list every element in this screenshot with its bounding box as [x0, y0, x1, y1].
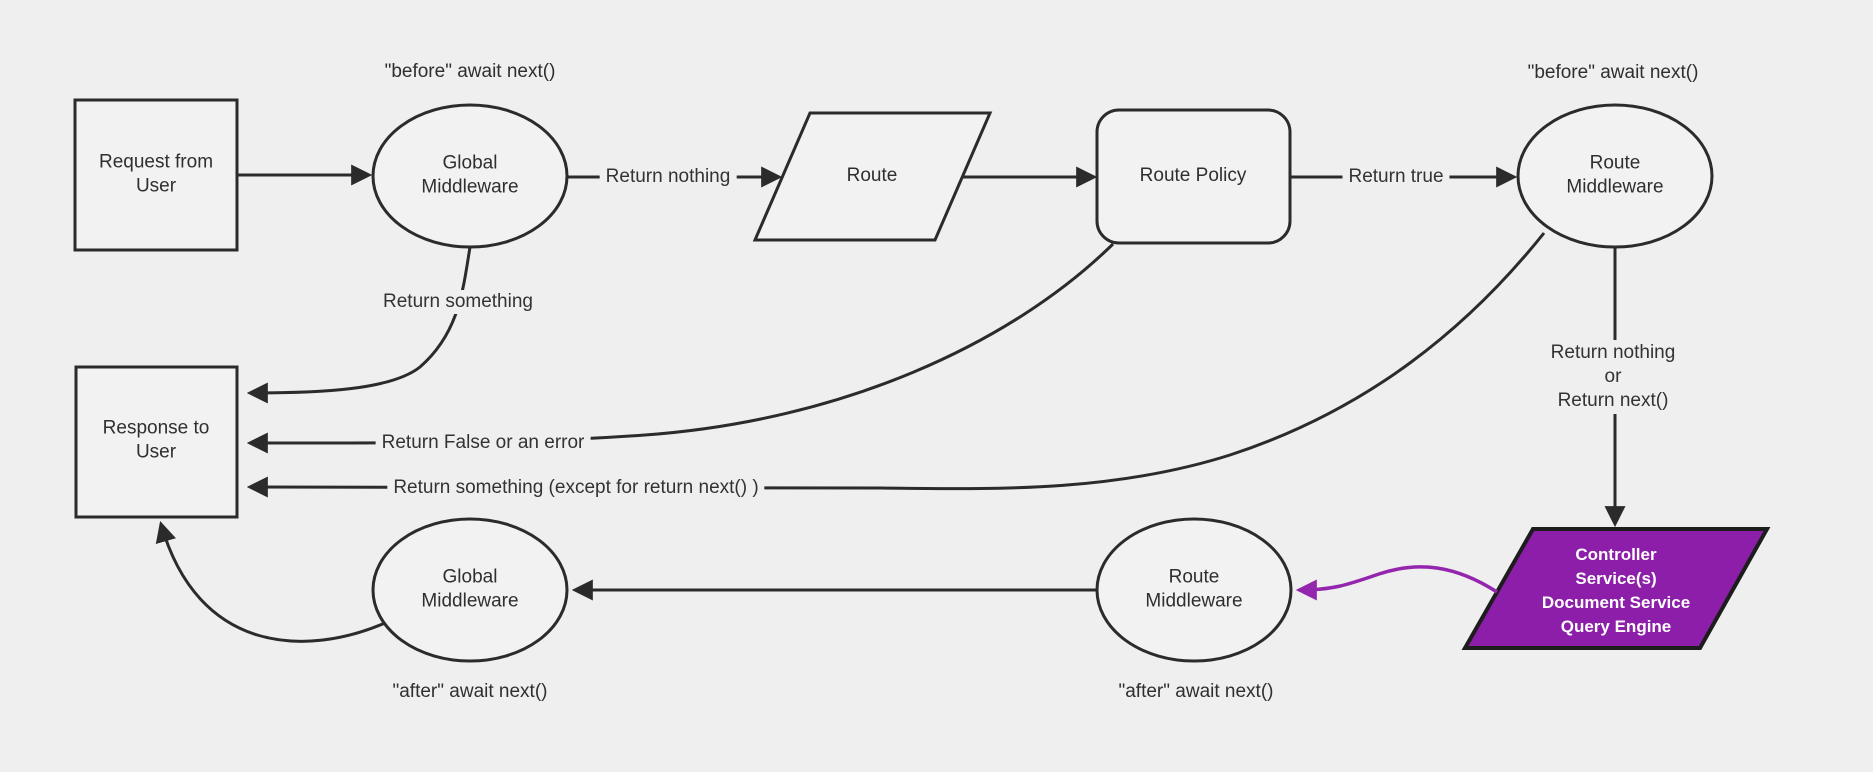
- global-middleware-after-shape: [371, 517, 569, 663]
- controller-line-3: Document Service: [1541, 593, 1691, 612]
- edge-label-return-something-except: Return something (except for return next…: [387, 476, 765, 500]
- edge-label-return-nothing: Return nothing: [599, 165, 737, 189]
- edge-label-return-nothing-or-next-line-2: or: [1604, 366, 1622, 387]
- edge-label-return-nothing-or-next-line-3: Return next(): [1557, 390, 1669, 411]
- edge-global-middleware-return-something: [246, 246, 472, 404]
- controller-line-2: Service(s): [1575, 569, 1657, 588]
- response-node-label: Response to User: [102, 417, 210, 463]
- request-node-label: Request from User: [98, 151, 214, 197]
- response-node-shape: [74, 365, 239, 519]
- edge-label-return-something: Return something: [377, 290, 539, 314]
- controller-line-4: Query Engine: [1560, 617, 1672, 636]
- route-middleware-before-label: Route Middleware: [1566, 152, 1664, 198]
- edge-route-policy-return-false: [246, 242, 1115, 454]
- route-middleware-after-label: Route Middleware: [1145, 566, 1243, 612]
- annotation-after-await-right: "after" await next(): [1118, 681, 1274, 702]
- annotation-after-await-left: "after" await next(): [392, 681, 548, 702]
- global-middleware-after-label: Global Middleware: [421, 566, 519, 612]
- edge-controller-to-route-middleware: [1295, 565, 1498, 601]
- edge-global-middleware-to-response: [155, 520, 386, 643]
- edge-label-return-nothing-or-next: Return nothing or Return next(): [1544, 340, 1682, 414]
- edge-label-return-nothing-or-next-line-1: Return nothing: [1550, 342, 1676, 363]
- route-node-label: Route: [846, 164, 898, 186]
- annotation-before-await-left: "before" await next(): [384, 61, 556, 82]
- edge-label-return-true: Return true: [1342, 165, 1450, 189]
- request-node-shape: [73, 98, 239, 252]
- route-policy-label: Route Policy: [1139, 164, 1247, 186]
- controller-line-1: Controller: [1575, 545, 1657, 564]
- controller-node-label: Controller Service(s) Document Service Q…: [1542, 543, 1690, 639]
- edge-label-return-false-or-error: Return False or an error: [375, 431, 591, 455]
- route-node-shape: [752, 111, 993, 242]
- edge-route-middleware-return-something-except: [246, 232, 1546, 498]
- controller-node-shape: [1461, 527, 1771, 650]
- global-middleware-before-label: Global Middleware: [421, 152, 519, 198]
- annotation-before-await-right: "before" await next(): [1527, 62, 1699, 83]
